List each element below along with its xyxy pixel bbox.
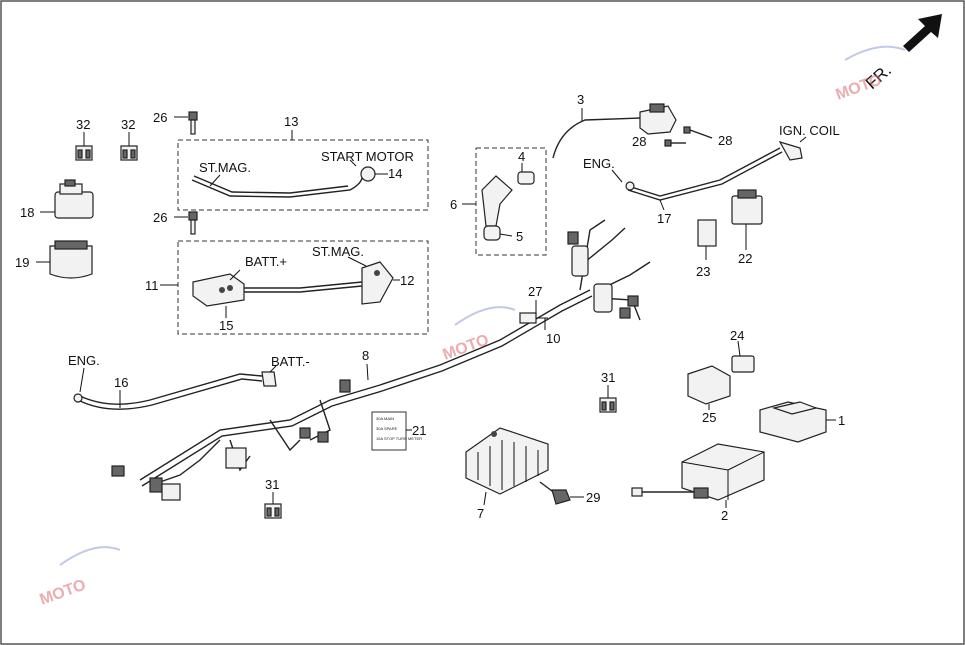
watermark-logo-middle: MOTO (441, 306, 516, 364)
battery-cable-assembly-11 (160, 240, 429, 335)
callout-19: 19 (15, 255, 29, 270)
callout-2: 2 (721, 508, 728, 523)
relay-18 (40, 179, 94, 219)
callout-11: 11 (145, 278, 159, 293)
relay-22 (731, 189, 763, 250)
callout-25: 25 (702, 410, 716, 425)
callout-18: 18 (20, 205, 34, 220)
fuse-label-line3: 15A STOP TURN METER (376, 436, 422, 441)
starter-cable-assembly-13 (177, 130, 429, 211)
callout-31-bottom: 31 (265, 477, 279, 492)
spark-plug-cap-assembly-6 (462, 147, 547, 256)
bracket-23 (697, 219, 717, 260)
fuse-32-left (75, 132, 93, 161)
fuse-32-right (120, 132, 138, 161)
callout-27: 27 (528, 284, 542, 299)
callout-15: 15 (219, 318, 233, 333)
relay-24 (731, 340, 755, 373)
callout-28-left: 28 (632, 134, 646, 149)
callout-16: 16 (114, 375, 128, 390)
callout-4: 4 (518, 149, 525, 164)
callout-22: 22 (738, 251, 752, 266)
batt-minus-label: BATT.- (271, 354, 310, 369)
eng-label-17: ENG. (583, 156, 615, 171)
ign-coil-label: IGN. COIL (779, 123, 840, 138)
control-unit-2 (631, 443, 765, 508)
callout-31-right: 31 (601, 370, 615, 385)
callout-26-bottom: 26 (153, 210, 167, 225)
callout-1: 1 (838, 413, 845, 428)
callout-3: 3 (577, 92, 584, 107)
fuse-label-line1: 30A MAIN (376, 416, 394, 421)
bolt-26-top (174, 111, 198, 135)
watermark-text-middle: MOTO (441, 331, 492, 363)
fuse-label-line2: 30A SPARE (376, 426, 398, 431)
callout-17: 17 (657, 211, 671, 226)
watermark-text-bottom: MOTO (38, 576, 89, 608)
watermark-text-top: MOTO (834, 71, 885, 103)
callout-7: 7 (477, 506, 484, 521)
callout-32-right: 32 (121, 117, 135, 132)
callout-26-top: 26 (153, 110, 167, 125)
callout-23: 23 (696, 264, 710, 279)
callout-12: 12 (400, 273, 414, 288)
engine-ground-cable-17 (611, 136, 807, 211)
callout-13: 13 (284, 114, 298, 129)
callout-24: 24 (730, 328, 744, 343)
callout-21: 21 (412, 423, 426, 438)
st-mag-label-13: ST.MAG. (199, 160, 251, 175)
fuse-31-bottom (264, 492, 282, 519)
callout-6: 6 (450, 197, 457, 212)
batt-plus-label: BATT.+ (245, 254, 287, 269)
regulator-rectifier-7 (465, 427, 549, 506)
main-wiring-harness-10 (111, 219, 651, 501)
st-mag-label-11: ST.MAG. (312, 244, 364, 259)
start-motor-label: START MOTOR (321, 149, 414, 164)
eng-label-16: ENG. (68, 353, 100, 368)
relay-cover-19 (36, 240, 93, 279)
callout-10: 10 (546, 331, 560, 346)
relay-holder-25 (687, 365, 731, 410)
callout-8: 8 (362, 348, 369, 363)
bolt-26-bottom (174, 211, 198, 235)
bracket-1 (759, 401, 836, 443)
callout-5: 5 (516, 229, 523, 244)
bolt-29 (539, 481, 584, 505)
callout-14: 14 (388, 166, 402, 181)
callout-32-left: 32 (76, 117, 90, 132)
fuse-31-right (599, 385, 617, 413)
battery-ground-cable-16 (73, 365, 277, 410)
watermark-logo-bottom: MOTO (38, 546, 121, 609)
fuse-label-sticker-21: 30A MAIN 30A SPARE 15A STOP TURN METER (371, 411, 422, 451)
callout-29: 29 (586, 490, 600, 505)
screw-28-left (664, 139, 686, 147)
screw-28-right (683, 126, 713, 139)
spark-plug-cable-3 (552, 103, 677, 159)
callout-28-right: 28 (718, 133, 732, 148)
